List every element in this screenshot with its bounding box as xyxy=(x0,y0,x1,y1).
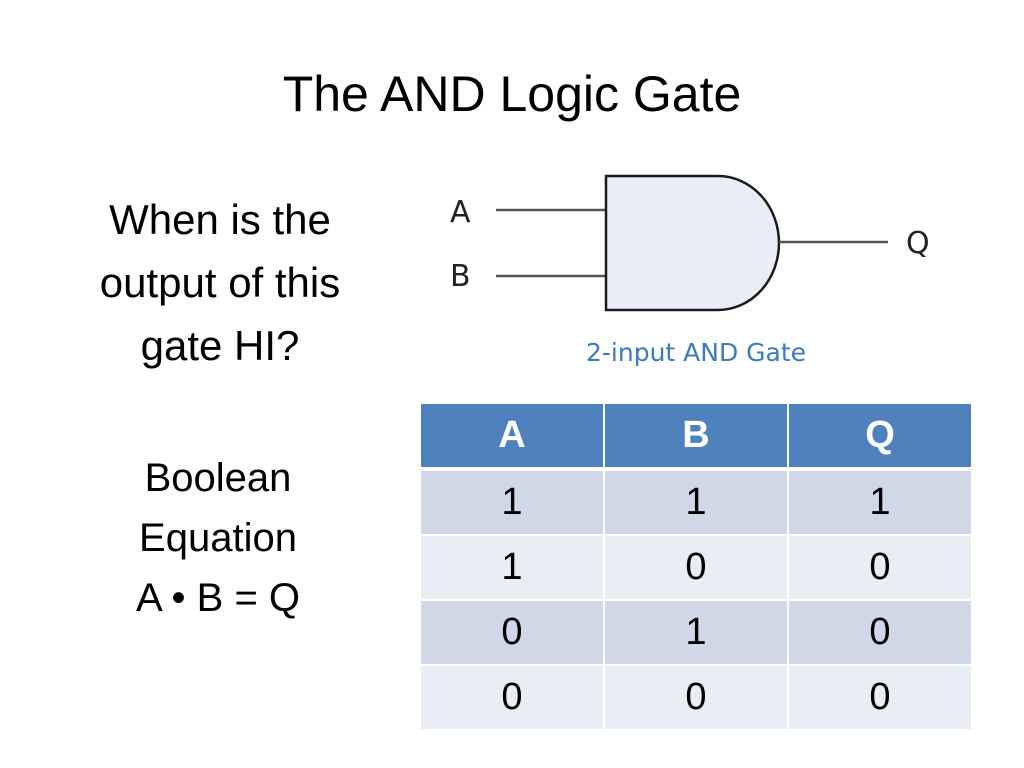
boolean-equation: A • B = Q xyxy=(135,576,301,620)
table-cell: 1 xyxy=(419,468,605,536)
boolean-equation-block: Boolean Equation A • B = Q xyxy=(40,448,396,628)
table-cell: 0 xyxy=(787,534,973,601)
input-b-label: B xyxy=(450,259,471,294)
table-row: 1 1 1 xyxy=(419,468,973,536)
column-header-q: Q xyxy=(787,402,973,471)
table-cell: 1 xyxy=(603,468,789,536)
table-cell: 0 xyxy=(787,599,973,666)
table-cell: 1 xyxy=(787,468,973,536)
column-header-b: B xyxy=(603,402,789,471)
and-gate-diagram: A B Q 2-input AND Gate xyxy=(440,170,960,370)
and-gate-body xyxy=(604,174,781,312)
table-cell: 0 xyxy=(419,664,605,731)
table-row: 1 0 0 xyxy=(419,534,973,601)
input-a-label: A xyxy=(450,195,471,230)
question-text: When is the output of this gate HI? xyxy=(40,188,400,377)
slide-title: The AND Logic Gate xyxy=(282,66,742,122)
output-q-label: Q xyxy=(906,226,930,261)
truth-table: A B Q 1 1 1 1 0 0 0 1 0 0 0 xyxy=(419,402,973,731)
equation-heading: Equation xyxy=(139,516,297,560)
diagram-caption: 2-input AND Gate xyxy=(586,338,806,367)
boolean-heading: Boolean xyxy=(144,456,292,500)
table-cell: 1 xyxy=(603,599,789,666)
question-line: output of this xyxy=(99,259,341,306)
table-row: 0 0 0 xyxy=(419,664,973,731)
table-cell: 1 xyxy=(419,534,605,601)
column-header-a: A xyxy=(419,402,605,471)
and-gate-svg: A B Q 2-input AND Gate xyxy=(450,174,930,367)
question-line: gate HI? xyxy=(140,322,300,369)
table-cell: 0 xyxy=(419,599,605,666)
table-row: 0 1 0 xyxy=(419,599,973,666)
table-cell: 0 xyxy=(787,664,973,731)
table-cell: 0 xyxy=(603,664,789,731)
question-line: When is the xyxy=(109,196,331,243)
table-header-row: A B Q xyxy=(419,402,973,471)
table-cell: 0 xyxy=(603,534,789,601)
